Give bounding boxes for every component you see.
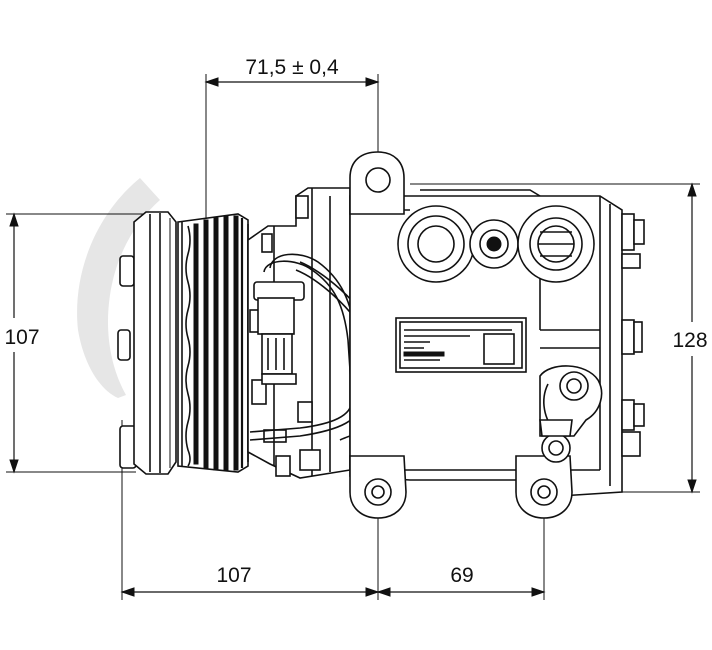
left-height-dimension: 107	[4, 326, 39, 349]
bottom-right-dimension: 69	[450, 564, 473, 587]
clutch-front-plate	[117, 211, 177, 475]
pressure-switch	[539, 365, 603, 437]
right-side-bolts	[621, 213, 645, 457]
bottom-left-dimension: 107	[216, 564, 251, 587]
bottom-mounting-ears	[349, 419, 573, 519]
right-height-dimension: 128	[672, 329, 707, 352]
top-mounting-ear	[349, 151, 405, 215]
pulley-belt-grooves	[177, 213, 249, 473]
label-plate	[395, 317, 527, 373]
dimension-lines	[6, 74, 700, 600]
service-ports	[397, 205, 595, 283]
top-width-dimension: 71,5 ± 0,4	[245, 56, 339, 79]
electrical-connector	[253, 281, 305, 385]
